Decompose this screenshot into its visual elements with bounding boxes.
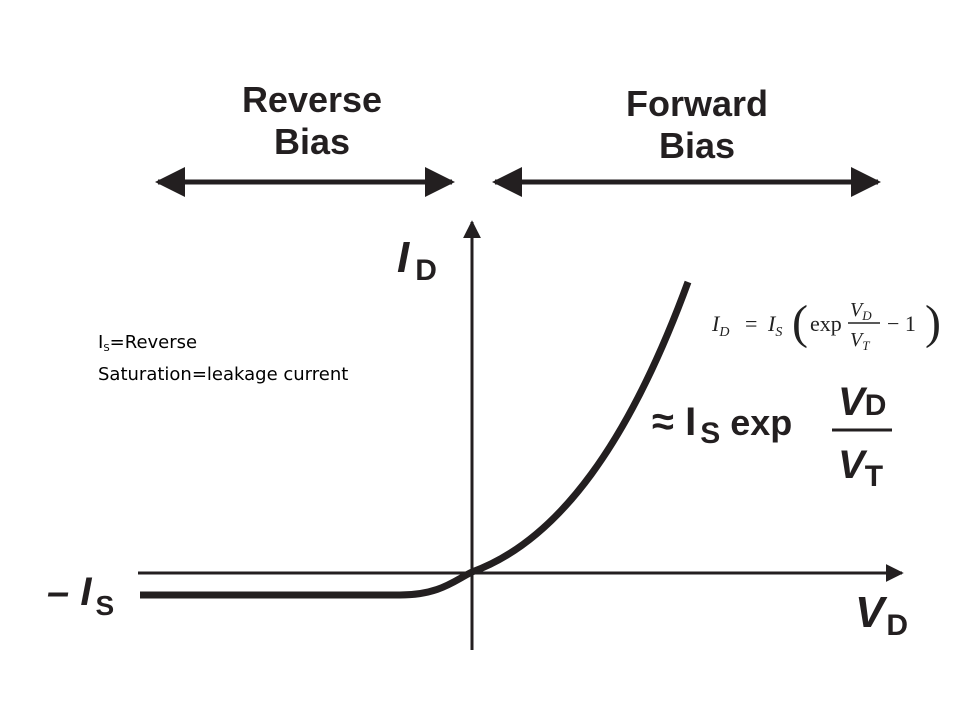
frac-numerator-symbol: V (838, 380, 868, 424)
frac-denominator-symbol: V (838, 443, 868, 487)
eq-num: VD (850, 299, 872, 323)
eq-close-paren: ) (925, 296, 941, 349)
forward-bias-label-line1: Forward (626, 83, 768, 124)
frac-numerator: VD (838, 380, 886, 424)
reverse-bias-label-line1: Reverse (242, 79, 382, 120)
eq-num-subscript: D (861, 308, 872, 323)
eq-den: VT (850, 329, 870, 353)
eq-equals: = (745, 311, 757, 336)
frac-numerator-subscript: D (865, 389, 887, 422)
eq-is-subscript: S (775, 325, 782, 340)
iv-curve (140, 280, 692, 599)
neg-saturation-symbol: – I (47, 570, 92, 614)
eq-exp: exp (810, 311, 842, 336)
frac-denominator-subscript: T (865, 460, 883, 493)
approx-exp: exp (730, 402, 792, 443)
eq-lhs-subscript: D (718, 325, 729, 340)
y-axis-symbol: I (397, 233, 410, 282)
approx-subscript: S (700, 417, 720, 450)
note-subscript: S (103, 343, 110, 354)
forward-bias-label-line2: Bias (659, 125, 735, 166)
note-symbol: I (98, 332, 104, 353)
eq-lhs: ID (711, 311, 729, 340)
diode-equation: ID = IS ( exp VD VT − 1 ) (711, 296, 941, 353)
reverse-bias-label-line2: Bias (274, 121, 350, 162)
eq-num-symbol: V (850, 299, 865, 321)
neg-saturation-subscript: S (95, 590, 114, 621)
eq-open-paren: ( (792, 296, 808, 349)
frac-denominator: VT (838, 443, 883, 493)
eq-minus-one: − 1 (887, 311, 916, 336)
x-axis-label: VD (855, 588, 908, 642)
approx-symbol: ≈ I (652, 400, 696, 444)
eq-lhs-symbol: I (711, 311, 721, 336)
y-axis-subscript: D (415, 254, 437, 287)
x-axis-subscript: D (886, 609, 908, 642)
saturation-note-line1: IS=Reverse (98, 330, 348, 362)
eq-den-subscript: T (862, 338, 870, 353)
eq-is-symbol: I (767, 311, 777, 336)
eq-den-symbol: V (850, 329, 865, 351)
x-axis-symbol: V (855, 588, 888, 637)
note-line1-text: =Reverse (109, 332, 198, 353)
saturation-note: IS=Reverse Saturation=leakage current (98, 330, 348, 388)
saturation-note-line2: Saturation=leakage current (98, 364, 349, 385)
eq-is: IS (767, 311, 782, 340)
